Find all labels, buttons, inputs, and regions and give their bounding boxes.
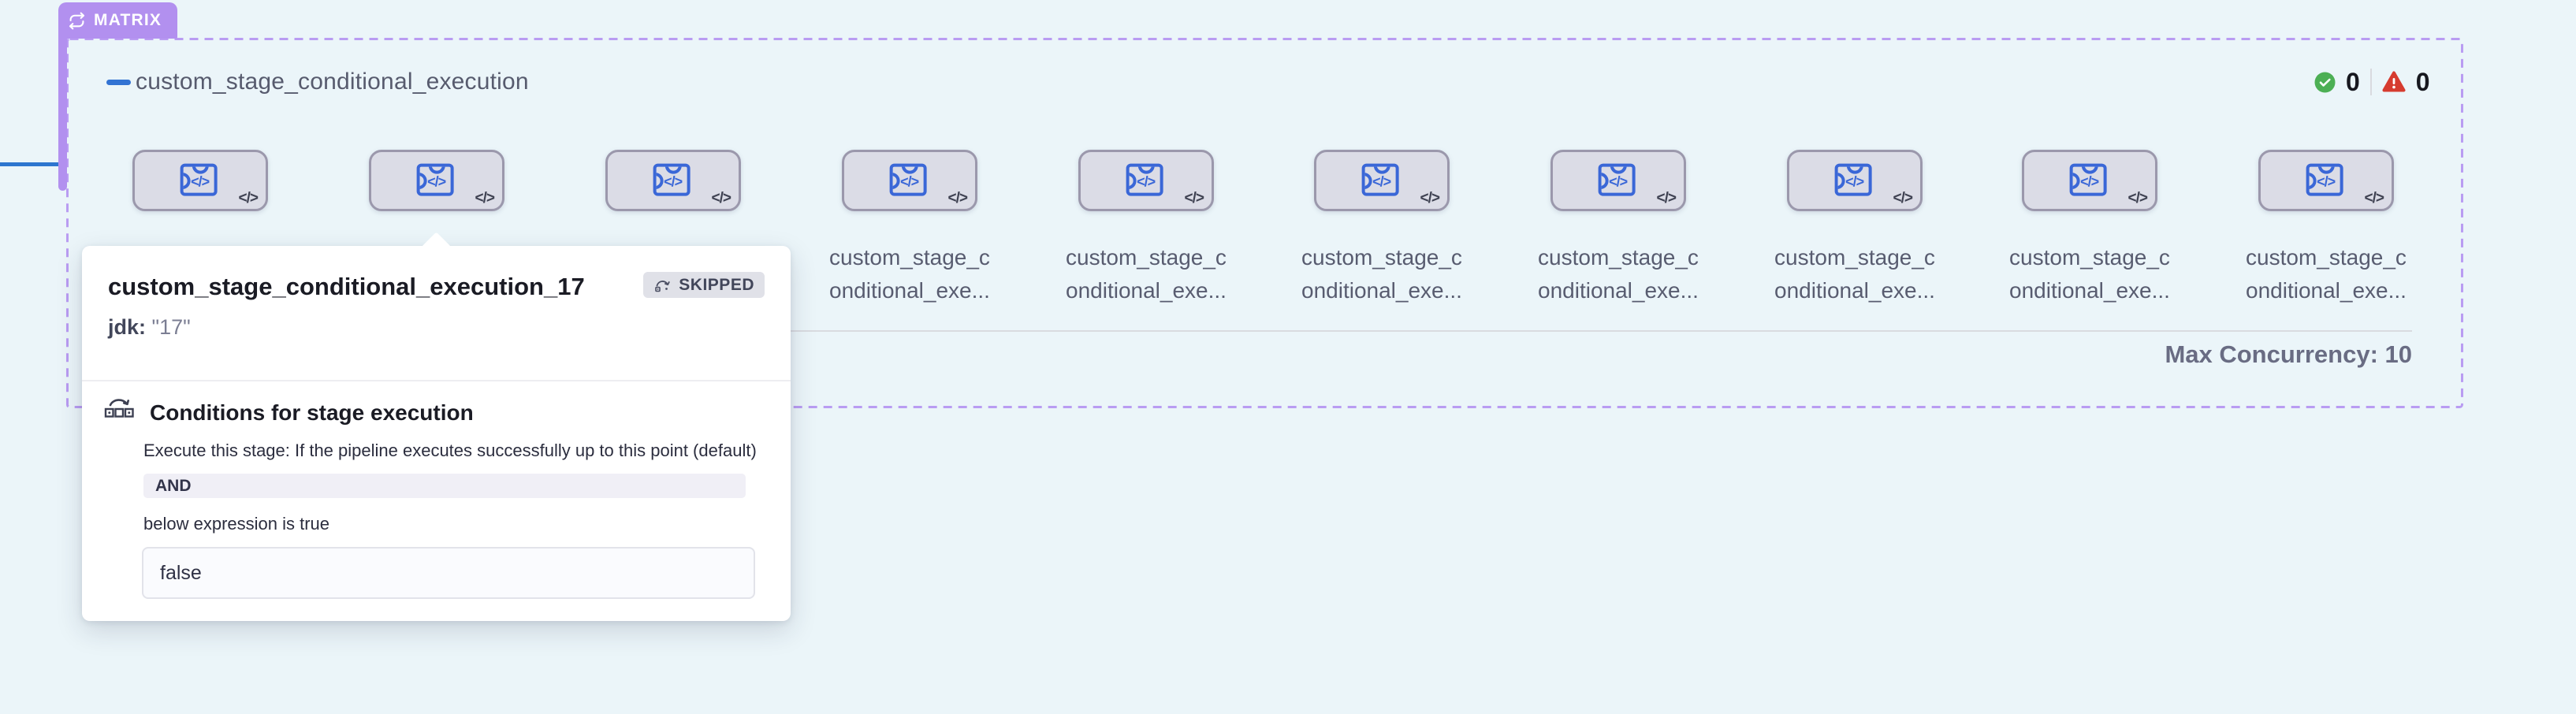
custom-stage-icon: </>	[180, 163, 218, 196]
matrix-variable-row: jdk: "17"	[108, 315, 191, 340]
custom-stage-icon: </>	[889, 163, 927, 196]
matrix-badge-spine	[58, 32, 67, 191]
code-icon: </>	[1656, 190, 1677, 206]
variable-value: "17"	[151, 315, 191, 339]
custom-stage-icon: </>	[1598, 163, 1636, 196]
code-icon: </>	[1420, 190, 1441, 206]
custom-stage-icon: </>	[1126, 163, 1163, 196]
max-concurrency-label: Max Concurrency: 10	[2165, 340, 2412, 368]
expression-value-box: false	[142, 547, 755, 599]
custom-stage-icon: </>	[2069, 163, 2107, 196]
matrix-badge: MATRIX	[58, 2, 178, 39]
matrix-group-container	[66, 38, 2463, 408]
code-icon: </>	[947, 190, 969, 206]
stage-card[interactable]: </> </>	[842, 150, 977, 211]
tooltip-stage-title: custom_stage_conditional_execution_17	[108, 273, 585, 300]
matrix-dashed-border	[66, 38, 2463, 408]
status-badge-label: SKIPPED	[679, 275, 754, 294]
stage-card[interactable]: </> </>	[132, 150, 268, 211]
footer-divider	[132, 330, 2412, 332]
collapse-group-button[interactable]	[106, 80, 131, 85]
code-icon: </>	[1893, 190, 1914, 206]
matrix-group-title: custom_stage_conditional_execution	[136, 69, 529, 95]
custom-stage-icon: </>	[2306, 163, 2343, 196]
stage-card[interactable]: </> </>	[2022, 150, 2157, 211]
status-badge: SKIPPED	[643, 272, 765, 298]
variable-name: jdk:	[108, 315, 147, 339]
skipped-icon	[655, 280, 670, 292]
tooltip-divider	[82, 380, 791, 381]
code-icon: </>	[2364, 190, 2385, 206]
stage-tooltip: custom_stage_conditional_execution_17 SK…	[82, 232, 791, 621]
code-icon: </>	[238, 190, 259, 206]
expression-caption: below expression is true	[143, 514, 330, 534]
condition-operator-pill: AND	[143, 474, 746, 498]
stage-card[interactable]: </> </>	[1787, 150, 1923, 211]
success-count: 0	[2346, 67, 2360, 96]
custom-stage-icon: </>	[416, 163, 454, 196]
stage-card[interactable]: </> </>	[1078, 150, 1214, 211]
custom-stage-icon: </>	[653, 163, 691, 196]
stage-card[interactable]: </> </>	[605, 150, 741, 211]
success-icon	[2314, 72, 2336, 92]
custom-stage-icon: </>	[1834, 163, 1872, 196]
error-icon	[2382, 71, 2406, 92]
conditions-title: Conditions for stage execution	[150, 400, 474, 425]
conditional-execution-icon	[104, 399, 134, 418]
stage-card[interactable]: </> </>	[1314, 150, 1450, 211]
matrix-badge-label: MATRIX	[94, 11, 162, 29]
code-icon: </>	[1184, 190, 1205, 206]
stage-card[interactable]: </> </>	[1550, 150, 1686, 211]
status-divider	[2369, 69, 2372, 95]
error-count: 0	[2415, 67, 2430, 96]
code-icon: </>	[711, 190, 732, 206]
stage-connector-line	[0, 162, 61, 166]
custom-stage-icon: </>	[1361, 163, 1399, 196]
conditions-description: Execute this stage: If the pipeline exec…	[143, 441, 757, 460]
stage-card[interactable]: </> </>	[369, 150, 504, 211]
code-icon: </>	[475, 190, 496, 206]
loop-icon	[69, 12, 85, 29]
stage-card[interactable]: </> </>	[2258, 150, 2394, 211]
status-counters: 0 0	[2314, 66, 2430, 98]
code-icon: </>	[2127, 190, 2149, 206]
